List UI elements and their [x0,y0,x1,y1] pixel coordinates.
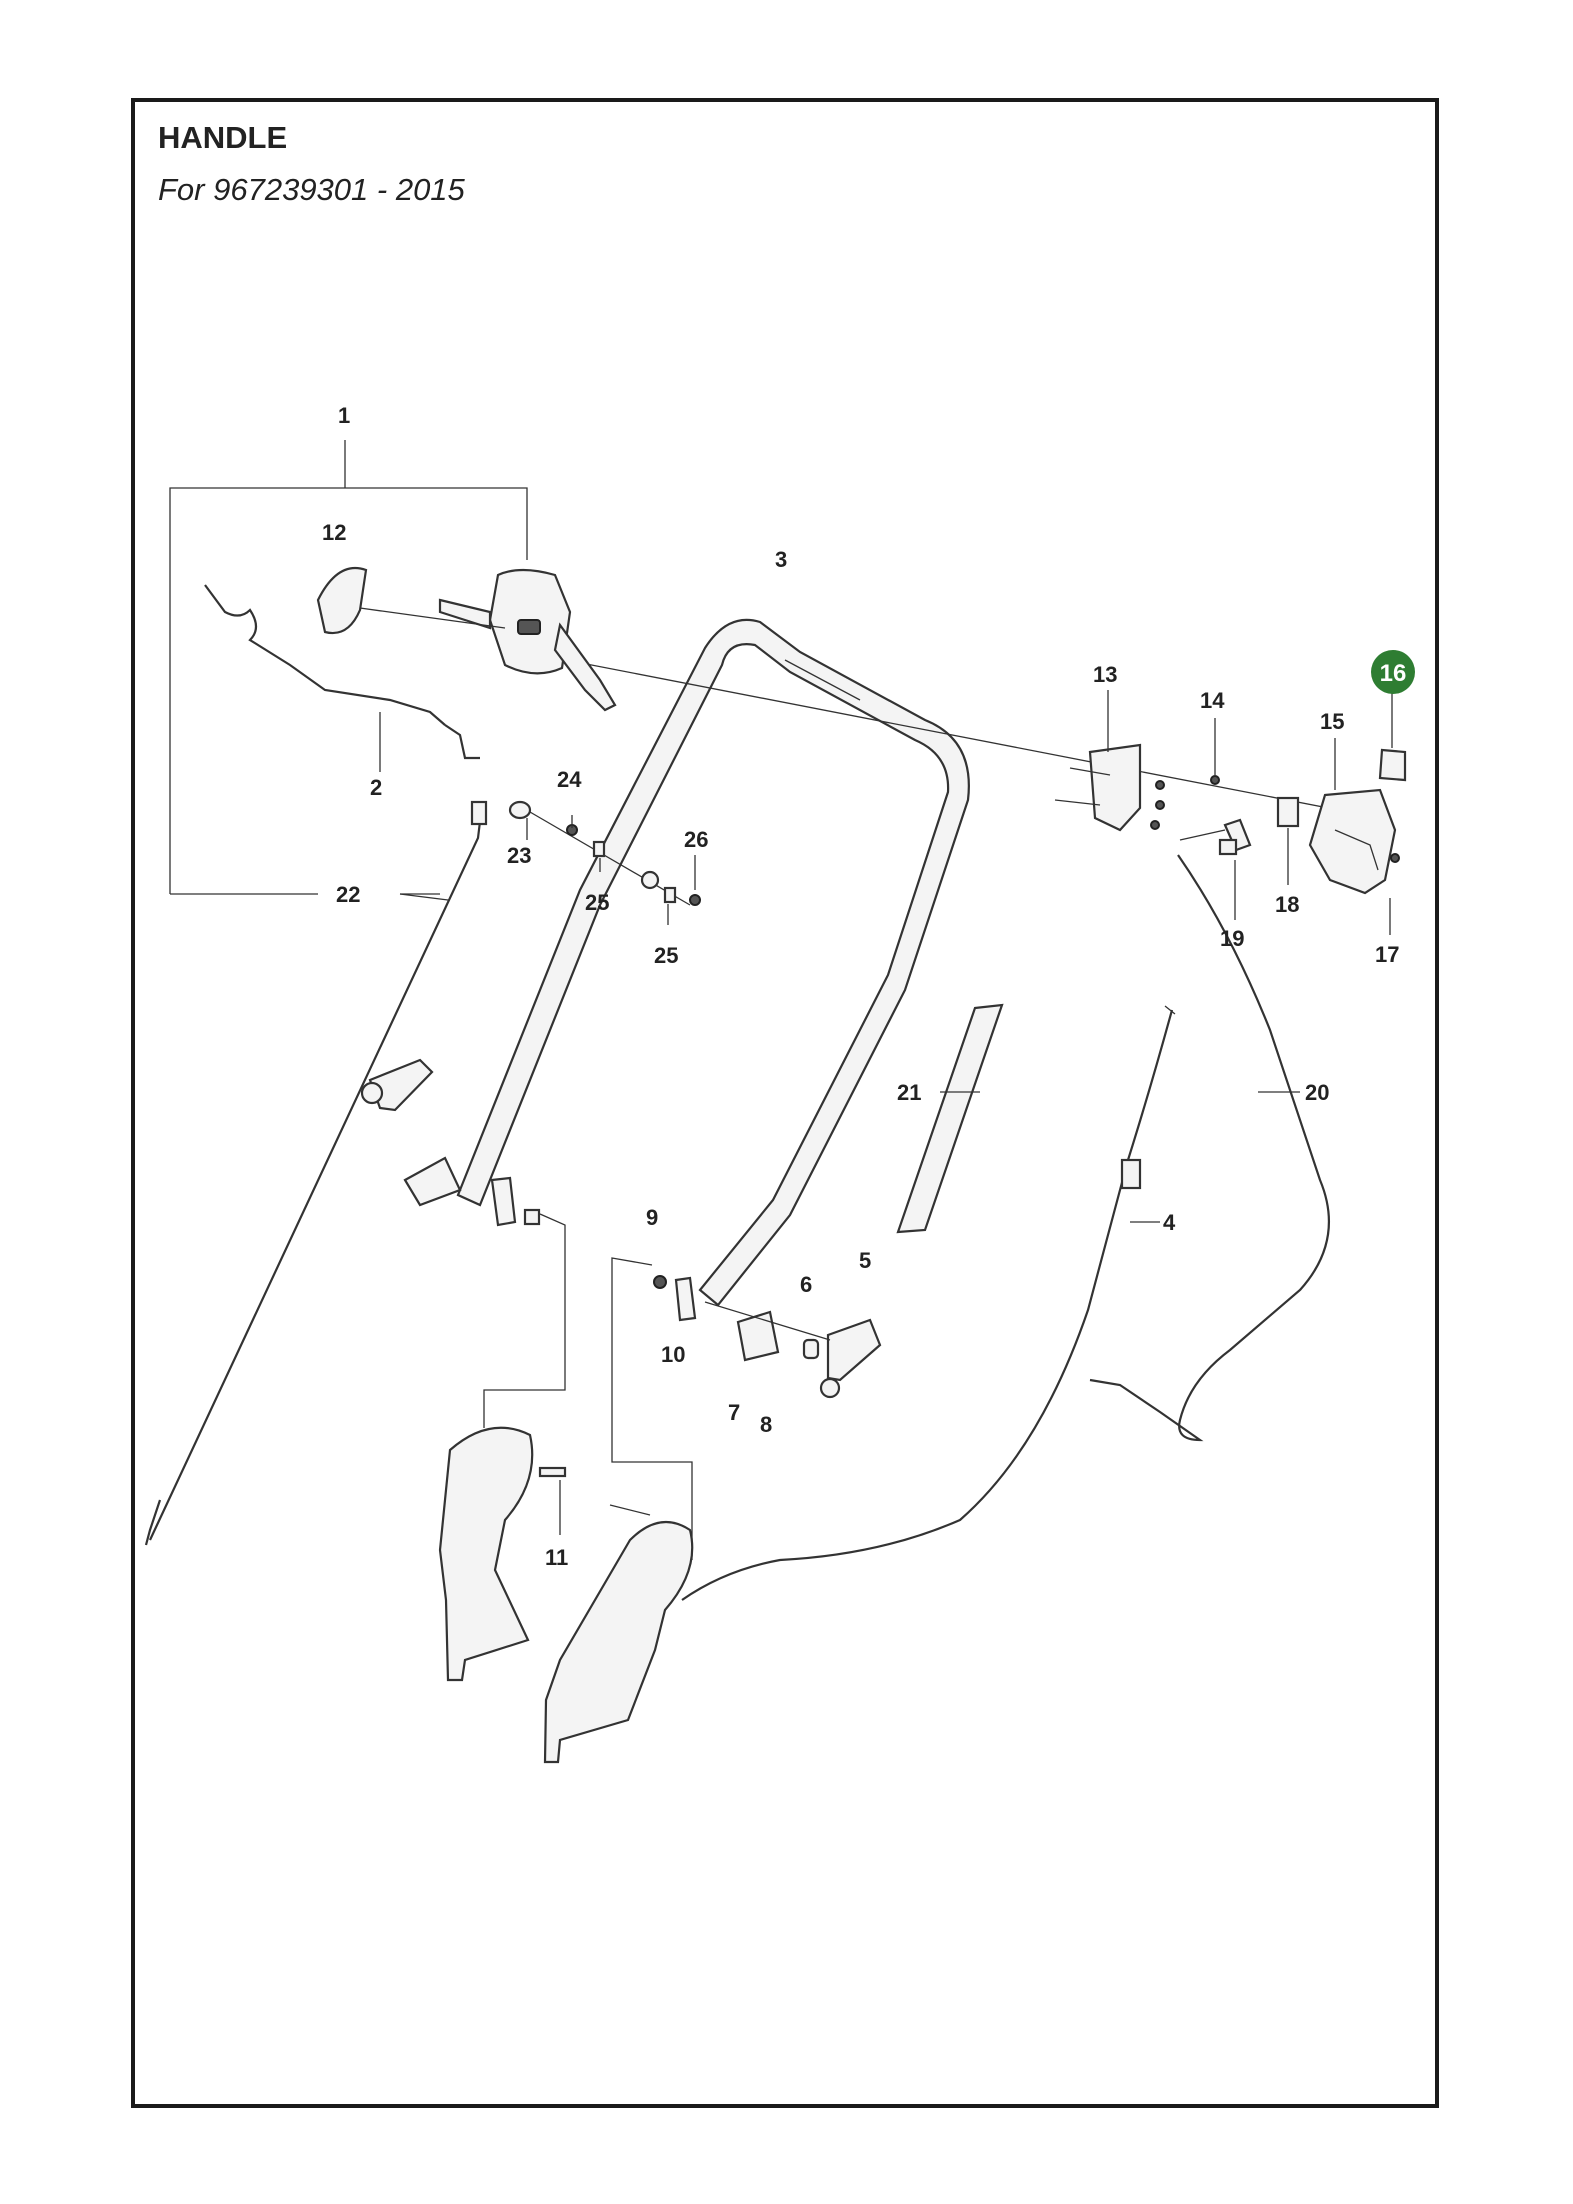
callout-8: 8 [760,1412,772,1437]
cover-21[interactable] [896,1003,1004,1234]
callout-15: 15 [1320,709,1344,734]
callout-7: 7 [728,1400,740,1425]
throttle-control[interactable] [438,568,617,712]
hardware-23-26[interactable] [508,800,701,925]
callout-19: 19 [1220,926,1244,951]
callout-labels: 1 2 3 4 5 6 7 8 9 10 11 12 13 14 15 17 1… [322,403,1415,1570]
bracket-plate-13[interactable] [1054,690,1165,832]
callout-16-highlight[interactable]: 16 [1371,650,1415,694]
page-subtitle: For 967239301 - 2015 [158,172,465,207]
callout-14: 14 [1200,688,1225,713]
callout-23: 23 [507,843,531,868]
lower-bracket-right[interactable] [543,1504,694,1764]
callout-12: 12 [322,520,346,545]
callout-4: 4 [1163,1210,1176,1235]
callout-18: 18 [1275,892,1299,917]
throttle-cable-2[interactable] [204,584,480,772]
height-adjuster-left[interactable] [360,1058,566,1428]
handle-bar[interactable] [456,618,1391,1307]
knob-16[interactable] [1378,690,1407,782]
callout-6: 6 [800,1272,812,1297]
callout-22: 22 [336,882,360,907]
cable-22[interactable] [144,800,488,1546]
callout-17: 17 [1375,942,1399,967]
lower-bracket-left[interactable] [438,1426,567,1682]
callout-21: 21 [897,1080,921,1105]
callout-20: 20 [1305,1080,1329,1105]
callout-13: 13 [1093,662,1117,687]
housing-15[interactable] [1308,738,1400,935]
callout-26: 26 [684,827,708,852]
switch-parts-14-18-19[interactable] [1179,718,1300,920]
callout-2: 2 [370,775,382,800]
callout-16: 16 [1380,660,1407,687]
callout-5: 5 [859,1248,871,1273]
page-title: HANDLE [158,120,288,155]
callout-24: 24 [557,767,582,792]
callout-25b: 25 [654,943,678,968]
callout-25a: 25 [585,890,609,915]
callout-11: 11 [545,1545,568,1570]
cable-20[interactable] [1089,854,1330,1442]
knob-12[interactable] [316,566,506,635]
callout-9: 9 [646,1205,658,1230]
highlight-badge [1371,650,1415,694]
group-bracket-1 [169,440,528,895]
cable-4[interactable] [681,1005,1176,1601]
callout-10: 10 [661,1342,685,1367]
callout-3: 3 [775,547,787,572]
diagram-frame [131,98,1439,2108]
height-adjuster-right[interactable] [611,1257,882,1560]
callout-1: 1 [338,403,350,428]
